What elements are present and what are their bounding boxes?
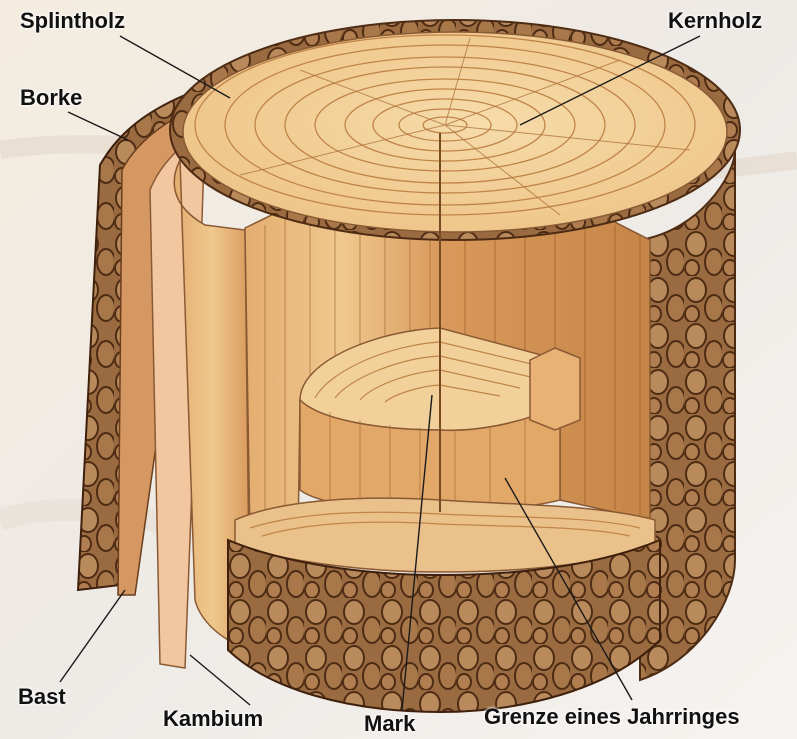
label-kambium: Kambium [163,708,263,730]
label-splintholz: Splintholz [20,10,125,32]
label-mark: Mark [364,713,415,735]
label-kernholz: Kernholz [668,10,762,32]
small-block [530,348,580,430]
label-borke: Borke [20,87,82,109]
label-grenze-eines-jahrringes: Grenze eines Jahrringes [484,706,740,728]
label-bast: Bast [18,686,66,708]
